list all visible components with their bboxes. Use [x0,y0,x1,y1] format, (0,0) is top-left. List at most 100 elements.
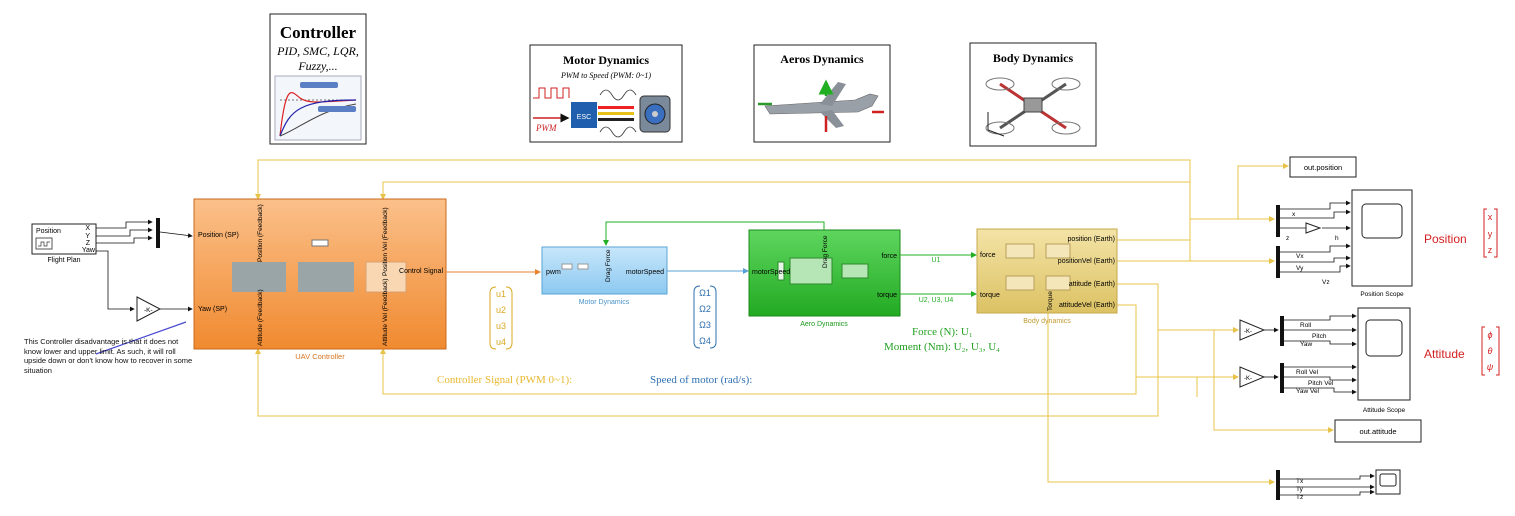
mux-position-vel[interactable] [1276,246,1280,278]
quadcopter-image [985,77,1081,137]
flight-plan-port-yaw: Yaw [82,247,96,254]
motor-dynamics-block[interactable]: pwm motorSpeed Drag Force Motor Dynamics [541,246,668,306]
pos-label-vx: Vx [1296,253,1304,260]
motor-card-title: Motor Dynamics [563,53,649,67]
controller-note: This Controller disadvantage is that it … [24,337,193,375]
flight-plan-port-z: Z [86,240,91,247]
att-label-pitchvel: Pitch Vel [1308,380,1334,387]
controller-card-title: Controller [280,23,357,42]
body-card-title: Body Dynamics [993,51,1074,65]
att-label-rollvel: Roll Vel [1296,369,1319,376]
body-in-force: force [980,252,996,259]
flight-plan-port-y: Y [85,233,90,240]
side-label-attitude: Attitude [1424,347,1465,361]
torque-scope-wires [1280,473,1375,496]
mux-flight-plan[interactable] [156,218,160,248]
scope-screen-icon [1379,473,1397,487]
att-gain-2[interactable]: -K- [1239,366,1266,388]
omega2-text: Ω2 [699,304,711,314]
uav-posvel-feedback: Position Vel (Feedback) [382,207,389,276]
scope-screen-icon [1365,319,1403,357]
uav-in-yaw: Yaw (SP) [198,306,227,313]
svg-text:-K-: -K- [144,307,153,314]
pid-subsystem-1 [232,262,286,292]
controller-card: Controller PID, SMC, LQR, Fuzzy,... [269,13,367,145]
torque-label-tz: Tz [1296,494,1303,501]
omega3-text: Ω3 [699,320,711,330]
aeros-card-title: Aeros Dynamics [780,52,864,66]
body-dynamics-card: Body Dynamics [969,42,1097,147]
attitude-scope-block[interactable]: Attitude Scope [1357,307,1411,414]
mux-attitude[interactable] [1280,316,1284,346]
position-scope-block[interactable]: Position Scope [1351,189,1413,298]
flight-plan-block[interactable]: Position X Y Z Yaw Flight Plan [31,223,97,264]
flight-plan-inner: Position [36,228,61,235]
signal-u234: U2, U3, U4 [919,297,954,304]
motor-dynamics-card: Motor Dynamics PWM to Speed (PWM: 0~1) P… [529,44,683,143]
u1-text: u1 [496,289,506,299]
uav-attvel-feedback: Attitude Vel (Feedback) [382,278,389,346]
aero-in-speed: motorSpeed [752,269,790,276]
att-label-yawvel: Yaw Vel [1296,388,1320,395]
att-gain-1[interactable]: -K- [1239,319,1266,341]
pos-label-z: z [1286,235,1289,242]
out-position-block[interactable]: out.position [1289,156,1357,178]
motor-out-speed: motorSpeed [626,269,664,276]
body-dynamics-label: Body dynamics [1023,318,1071,325]
pos-label-vy: Vy [1296,265,1304,272]
pos-label-h: h [1335,235,1339,242]
feedback-wires [255,159,1334,485]
h-gain[interactable] [1305,222,1322,234]
note-pointer [95,321,187,355]
aero-drag: Drag Force [822,235,829,268]
att-label-roll: Roll [1300,322,1312,329]
mux-position[interactable] [1276,205,1280,237]
omega1-text: Ω1 [699,288,711,298]
att-vec-theta: θ [1488,346,1493,356]
torque-scope-block[interactable] [1375,469,1401,495]
motor-dynamics-label: Motor Dynamics [579,299,630,306]
attitude-scope-title: Attitude Scope [1363,407,1406,414]
u-vector [489,286,513,350]
uav-controller-block[interactable]: Position (SP) Yaw (SP) Control Signal Po… [193,198,447,361]
svg-text:-K-: -K- [1244,329,1252,335]
mixer-subsystem [365,261,407,293]
motor-in-pwm: pwm [546,269,561,276]
mux-torque[interactable] [1276,470,1280,500]
svg-text:out.attitude: out.attitude [1359,427,1396,436]
flight-plan-wires [96,219,193,312]
torque-label-tx: Tx [1296,478,1304,485]
torque-label-ty: Ty [1296,486,1304,493]
uav-controller-label: UAV Controller [295,352,345,361]
pos-vector-brackets [1481,208,1500,376]
position-scope-title: Position Scope [1360,291,1404,298]
motor-drag: Drag Force [605,249,612,282]
out-attitude-block[interactable]: out.attitude [1334,419,1422,443]
motor-card-pwm: PWM [535,123,557,133]
flight-plan-port-x: X [85,225,90,232]
esc-box [571,102,597,128]
pos-vec-y: y [1488,229,1493,239]
pos-label-vz: Vz [1322,279,1330,286]
att-vec-psi: ψ [1487,362,1494,372]
mux-attitude-vel[interactable] [1280,363,1284,393]
body-dynamics-block[interactable]: force torque Torque position (Earth) pos… [976,228,1118,325]
att-vec-phi: ϕ [1487,330,1492,340]
aero-dynamics-block[interactable]: motorSpeed Drag Force force torque Aero … [748,229,901,328]
omega-vector [693,285,717,349]
position-scope-wires [1280,200,1351,273]
scope-screen-icon [1361,203,1403,239]
caption-controller-signal: Controller Signal (PWM 0~1): [437,374,572,386]
aero-out-force: force [881,253,897,260]
aero-out-torque: torque [877,292,897,299]
body-out-attvel: attitudeVel (Earth) [1059,302,1115,309]
signal-u1: U1 [932,257,941,264]
pos-vec-z: z [1488,245,1493,255]
pid-subsystem-2 [298,262,354,292]
caption-force: Force (N): U₁ [912,326,973,338]
wire-drag-force [603,221,825,246]
esc-label: ESC [577,114,591,121]
yaw-gain-block[interactable]: -K- [136,296,162,322]
